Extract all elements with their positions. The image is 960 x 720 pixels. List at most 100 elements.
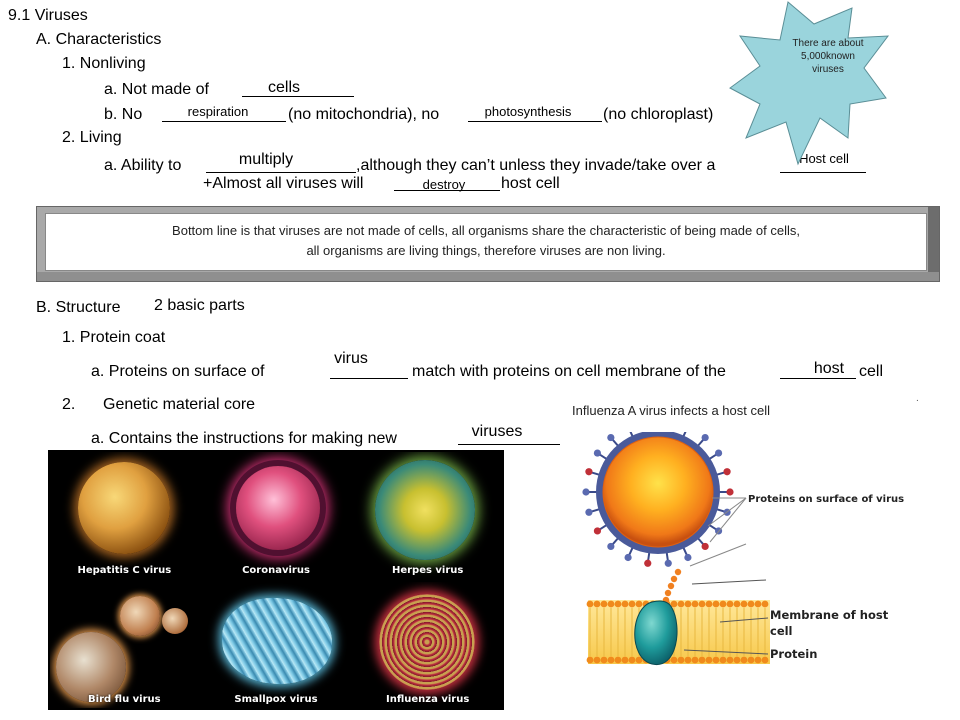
callout-bevel-bottom	[37, 272, 939, 281]
nonliving-item-a: a. Not made of	[104, 81, 209, 98]
diagram-title: Influenza A virus infects a host cell	[572, 403, 770, 418]
spike-head	[726, 488, 734, 496]
viruses-blank	[458, 444, 568, 445]
nonliving-heading: 1. Nonliving	[62, 55, 146, 72]
herpes-label: Herpes virus	[391, 564, 464, 576]
bird-flu-label: Bird flu virus	[88, 694, 161, 705]
spike-head	[723, 468, 731, 476]
bird-flu-image-3	[162, 607, 188, 634]
photosynthesis-blank	[468, 121, 602, 122]
lipid-head	[754, 600, 762, 608]
spike-head	[684, 553, 692, 562]
smallpox-label: Smallpox virus	[234, 694, 318, 705]
bird-flu-image-2	[120, 595, 160, 636]
lipid-head	[684, 656, 692, 664]
binding-chain	[662, 568, 682, 604]
lipid-head	[607, 600, 615, 608]
lipid-head	[628, 656, 636, 664]
callout-body: Bottom line is that viruses are not made…	[45, 213, 927, 271]
hepatitis-c-image	[78, 462, 170, 554]
binding-pointer	[691, 579, 767, 585]
spike-head	[644, 559, 652, 567]
coronavirus-tile: Coronavirus	[201, 452, 351, 579]
respiration-answer: respiration	[187, 104, 249, 119]
spike-head	[624, 553, 632, 562]
lipid-head	[586, 600, 594, 608]
lipid-head	[600, 600, 608, 608]
lipid-head	[586, 656, 594, 664]
lipid-head	[621, 656, 629, 664]
lipid-head	[712, 656, 720, 664]
influenza-image	[379, 593, 476, 690]
protein-coat-item-a-middle: match with proteins on cell membrane of …	[412, 363, 726, 380]
callout-bevel-right	[928, 207, 939, 281]
lipid-head	[684, 600, 692, 608]
viruses-answer: viruses	[471, 423, 523, 440]
hepatitis-c-label: Hepatitis C virus	[77, 564, 172, 576]
protein-coat-item-a-suffix: cell	[859, 363, 884, 380]
membrane-protein	[634, 600, 678, 665]
virus-blank	[330, 378, 408, 379]
lipid-head	[747, 656, 755, 664]
smallpox-image	[221, 597, 332, 684]
influenza-diagram: Proteins on surface of virus Membrane of…	[560, 417, 922, 684]
spike-head	[585, 468, 593, 476]
host-blank	[780, 378, 856, 379]
destroy-line-suffix: host cell	[501, 175, 560, 192]
coronavirus-label: Coronavirus	[242, 564, 310, 576]
section-b-title: B. Structure	[36, 299, 121, 316]
lipid-head	[635, 656, 643, 664]
lipid-head	[614, 656, 622, 664]
photosynthesis-answer: photosynthesis	[484, 104, 572, 119]
destroy-answer: destroy	[422, 177, 466, 192]
surface-pointer-4	[689, 543, 747, 567]
coronavirus-image	[235, 466, 320, 550]
spike-head	[607, 542, 615, 551]
membrane-heads-bottom	[586, 656, 769, 664]
spike-head	[664, 559, 672, 567]
section-a-title: A. Characteristics	[36, 31, 162, 48]
bird-flu-image-1	[56, 631, 126, 702]
lipid-head	[635, 600, 643, 608]
genetic-core-number: 2.	[62, 396, 76, 413]
lipid-head	[712, 600, 720, 608]
virus-core	[603, 437, 713, 547]
lipid-head	[733, 656, 741, 664]
herpes-image	[375, 460, 476, 560]
living-item-a-middle: ,although they can’t unless they invade/…	[356, 157, 716, 174]
bird-flu-tile: Bird flu virus	[50, 581, 199, 708]
lipid-head	[614, 600, 622, 608]
lipid-head	[691, 600, 699, 608]
lipid-head	[719, 656, 727, 664]
virus-count-starburst: There are about 5,000known viruses	[728, 0, 892, 172]
diagram-dot: .	[916, 393, 919, 404]
spike-head	[593, 449, 602, 457]
lipid-head	[747, 600, 755, 608]
spike-head	[701, 542, 709, 551]
lipid-head	[761, 656, 769, 664]
cells-answer: cells	[267, 79, 300, 96]
lipid-head	[607, 656, 615, 664]
smallpox-tile: Smallpox virus	[201, 581, 351, 708]
herpes-tile: Herpes virus	[353, 452, 502, 579]
page-title: 9.1 Viruses	[8, 7, 88, 24]
spike-head	[585, 508, 593, 516]
living-heading: 2. Living	[62, 129, 122, 146]
lipid-head	[621, 600, 629, 608]
spike-head	[607, 433, 615, 442]
hepatitis-c-tile: Hepatitis C virus	[50, 452, 199, 579]
protein-coat-item-a-prefix: a. Proteins on surface of	[91, 363, 265, 380]
virus-count-text: There are about 5,000known viruses	[792, 38, 864, 75]
lipid-head	[670, 656, 678, 664]
lipid-head	[698, 600, 706, 608]
lipid-head	[593, 600, 601, 608]
genetic-core-item-a-prefix: a. Contains the instructions for making …	[91, 430, 397, 447]
lipid-head	[740, 656, 748, 664]
lipid-head	[726, 656, 734, 664]
destroy-blank	[394, 190, 500, 191]
lipid-head	[600, 656, 608, 664]
lipid-head	[593, 656, 601, 664]
protein-coat-heading: 1. Protein coat	[62, 329, 166, 346]
structure-annotation: 2 basic parts	[154, 297, 245, 314]
virus-core-outline	[602, 436, 714, 548]
